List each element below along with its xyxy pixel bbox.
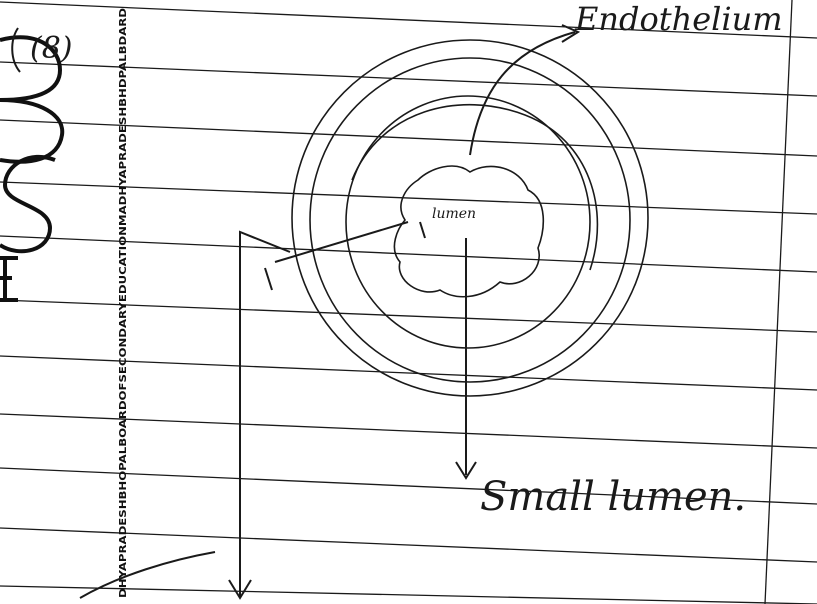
lumen-inner-label: lumen xyxy=(432,206,476,222)
endothelium-label: Endothelium xyxy=(574,0,783,38)
question-number-mark: (8) xyxy=(12,28,72,72)
inner-layer xyxy=(346,96,590,348)
printed-letter-fragments xyxy=(0,37,62,300)
watermark-vertical-text: DHYAPRADESHBHOPALBOARDOFSECONDARYEDUCATI… xyxy=(118,8,129,598)
margin-line xyxy=(765,0,792,604)
small-lumen-pointer xyxy=(456,238,476,478)
endothelium-pointer xyxy=(470,25,578,155)
left-pointer xyxy=(80,222,425,598)
small-lumen-label: Small lumen. xyxy=(480,474,746,520)
question-number: (8) xyxy=(30,31,73,66)
lumen-outline xyxy=(394,166,543,297)
